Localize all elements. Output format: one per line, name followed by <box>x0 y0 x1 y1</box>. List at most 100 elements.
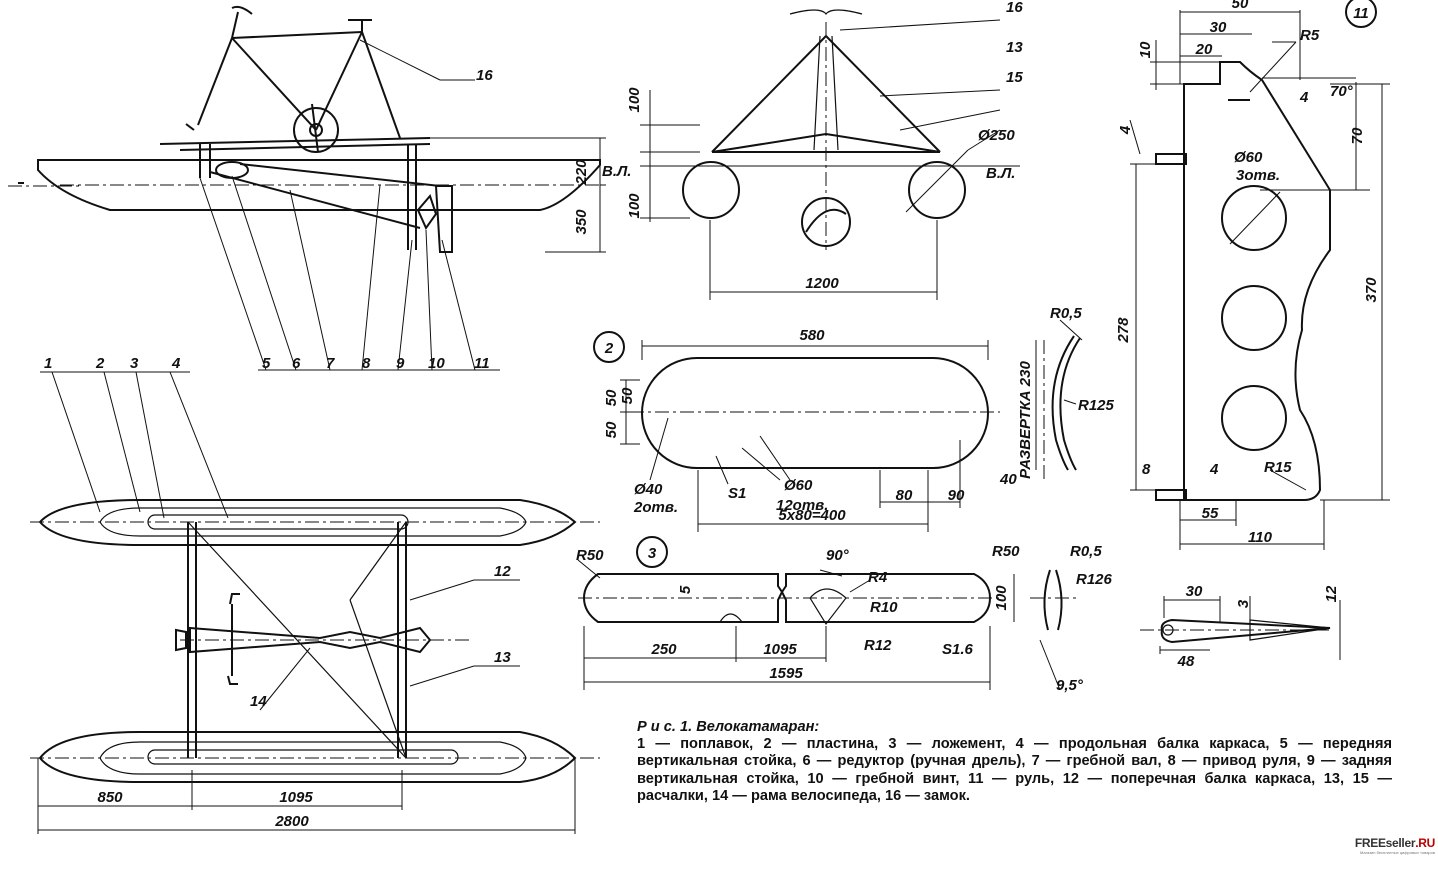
callout-13-front: 13 <box>1006 39 1023 56</box>
dim-250: 250 <box>650 641 677 658</box>
dim-4-top: 4 <box>1299 89 1309 106</box>
figure-caption: Р и с. 1. Велокатамаран: 1 — поплавок, 2… <box>637 719 1392 805</box>
dim-2800: 2800 <box>274 813 309 830</box>
dim-r0-5-part3: R0,5 <box>1070 543 1102 560</box>
dim-r126: R126 <box>1076 571 1113 588</box>
dim-1095-plan: 1095 <box>279 789 313 806</box>
callout-3: 3 <box>130 355 139 372</box>
dim-40: 40 <box>999 471 1017 488</box>
dim-8: 8 <box>1142 461 1151 478</box>
side-view: 220 350 16 5 6 7 8 9 10 11 <box>8 5 606 372</box>
callout-16: 16 <box>476 67 493 84</box>
dim-110: 110 <box>1248 529 1273 546</box>
holes-12: 12отв. <box>776 497 828 514</box>
part-2-badge: 2 <box>604 340 614 357</box>
dim-4-mid: 4 <box>1117 125 1134 135</box>
thickness-s1: S1 <box>728 485 746 502</box>
part-3-badge: 3 <box>648 545 657 562</box>
callout-14: 14 <box>250 693 267 710</box>
dim-50-c: 50 <box>619 387 636 404</box>
plan-view: 850 1095 2800 1 2 3 4 12 13 14 <box>30 355 600 834</box>
callout-2: 2 <box>95 355 105 372</box>
front-view: 100 100 В.Л. 1200 Ø250 В.Л. 16 13 15 <box>602 0 1023 300</box>
dim-9-5deg: 9,5° <box>1056 677 1084 694</box>
callout-16-front: 16 <box>1006 0 1023 16</box>
caption-body: 1 — поплавок, 2 — пластина, 3 — ложемент… <box>637 736 1392 804</box>
callout-9: 9 <box>396 355 405 372</box>
dim-100-cradle: 100 <box>993 585 1010 611</box>
dim-50-a: 50 <box>603 389 620 406</box>
dim-278: 278 <box>1115 317 1132 344</box>
dim-d60-rudder: Ø60 <box>1234 149 1263 166</box>
development-230: РАЗВЕРТКА 230 <box>1017 361 1034 479</box>
part-2-plate: 2 580 50 50 50 Ø40 2отв. S1 Ø60 12отв. 8… <box>593 305 1115 532</box>
callout-5: 5 <box>262 355 271 372</box>
dim-10: 10 <box>1137 41 1154 58</box>
dim-1200: 1200 <box>805 275 839 292</box>
callout-13: 13 <box>494 649 511 666</box>
holes-2: 2отв. <box>633 499 678 516</box>
dim-70: 70 <box>1349 127 1366 144</box>
dim-850: 850 <box>97 789 123 806</box>
callout-12: 12 <box>494 563 511 580</box>
dim-r5: R5 <box>1300 27 1320 44</box>
dim-r15: R15 <box>1264 459 1292 476</box>
dim-350: 350 <box>573 209 590 235</box>
dim-1095-cradle: 1095 <box>763 641 797 658</box>
dim-55: 55 <box>1202 505 1219 522</box>
dim-580: 580 <box>799 327 825 344</box>
callout-11: 11 <box>474 355 490 372</box>
dim-90: 90 <box>948 487 965 504</box>
dim-r125: R125 <box>1078 397 1115 414</box>
dim-3: 3 <box>1235 599 1252 608</box>
dim-5: 5 <box>677 585 694 594</box>
thickness-s1-6: S1.6 <box>942 641 974 658</box>
logo-brand: FREEseller <box>1354 836 1416 850</box>
dim-4-bottom: 4 <box>1209 461 1219 478</box>
callout-4: 4 <box>171 355 181 372</box>
dim-90deg: 90° <box>826 547 850 564</box>
callout-10: 10 <box>428 355 445 372</box>
dim-r50-left: R50 <box>576 547 604 564</box>
dim-d40: Ø40 <box>634 481 663 498</box>
dim-80: 80 <box>896 487 913 504</box>
dim-30-pin: 30 <box>1186 583 1203 600</box>
dim-50-b: 50 <box>603 421 620 438</box>
dim-1595: 1595 <box>769 665 803 682</box>
dim-48: 48 <box>1177 653 1195 670</box>
dim-50-rudder: 50 <box>1232 0 1249 12</box>
dim-r4: R4 <box>868 569 888 586</box>
dim-400: 5x80=400 <box>778 507 846 524</box>
part-11-rudder: 11 50 30 20 10 <box>1115 0 1390 550</box>
callout-1: 1 <box>44 355 52 372</box>
freeseller-logo: FREEseller.RU Магазин бесплатных цифровы… <box>1345 836 1435 855</box>
caption-title: Р и с. 1. Велокатамаран: <box>637 719 820 735</box>
callout-7: 7 <box>326 355 335 372</box>
callout-8: 8 <box>362 355 371 372</box>
callout-15: 15 <box>1006 69 1023 86</box>
holes-3: 3отв. <box>1236 167 1280 184</box>
waterline-label: В.Л. <box>602 163 631 180</box>
dim-100-top: 100 <box>626 87 643 113</box>
callout-6: 6 <box>292 355 301 372</box>
dim-370: 370 <box>1363 277 1380 303</box>
dim-r50-right: R50 <box>992 543 1020 560</box>
part-3-cradle: 3 R50 R50 90° R4 5 R10 R12 250 1095 1595… <box>576 536 1113 694</box>
dim-220: 220 <box>573 159 590 186</box>
dim-12: 12 <box>1323 585 1340 602</box>
dim-30-rudder: 30 <box>1210 19 1227 36</box>
dim-100-bottom: 100 <box>626 193 643 219</box>
dim-d250: Ø250 <box>978 127 1015 144</box>
dim-20: 20 <box>1195 41 1213 58</box>
dim-r12: R12 <box>864 637 892 654</box>
waterline-label-front: В.Л. <box>986 165 1015 182</box>
logo-tagline: Магазин бесплатных цифровых товаров <box>1360 850 1435 855</box>
pin-detail: 30 3 12 48 <box>1140 583 1341 670</box>
logo-tld: .RU <box>1415 836 1435 850</box>
dim-r10: R10 <box>870 599 898 616</box>
dim-70deg: 70° <box>1330 83 1354 100</box>
dim-r0-5-part2: R0,5 <box>1050 305 1082 322</box>
dim-d60: Ø60 <box>784 477 813 494</box>
